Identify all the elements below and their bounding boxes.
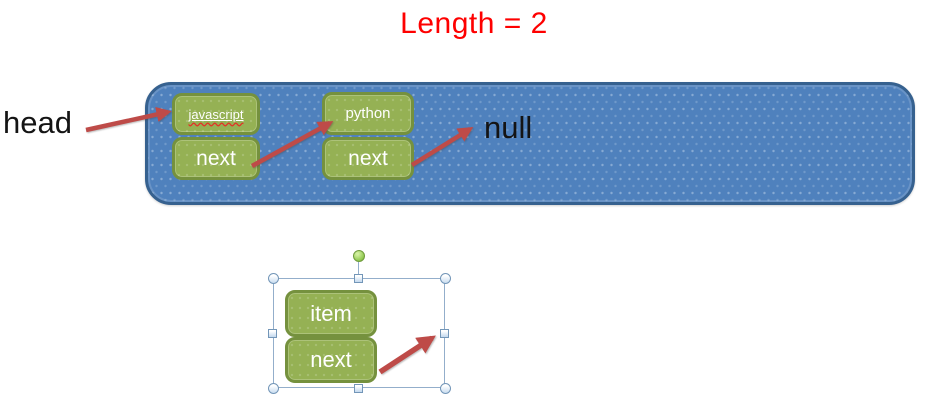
node2-next-label: next: [348, 146, 388, 170]
resize-handle-ne[interactable]: [440, 273, 451, 284]
selected-node-arrow[interactable]: [378, 335, 436, 375]
resize-handle-s[interactable]: [354, 384, 363, 393]
slide-title[interactable]: Length = 2: [400, 7, 548, 40]
rotate-handle[interactable]: [353, 250, 365, 262]
selected-node-value-label: item: [310, 300, 352, 326]
selected-node-next-label: next: [310, 347, 352, 372]
resize-handle-n[interactable]: [354, 274, 363, 283]
node1-next-box[interactable]: next: [172, 137, 260, 180]
resize-handle-nw[interactable]: [268, 273, 279, 284]
selected-node-value-box[interactable]: item: [285, 290, 377, 337]
node1-value-label: javascript: [189, 107, 244, 122]
node2-next-box[interactable]: next: [322, 137, 414, 180]
null-label[interactable]: null: [484, 110, 533, 145]
list-container-shape[interactable]: [145, 82, 915, 205]
node1-next-label: next: [196, 146, 236, 170]
node2-value-box[interactable]: python: [322, 92, 414, 135]
rotate-handle-stem: [358, 261, 359, 278]
head-arrow[interactable]: [85, 106, 172, 133]
node2-value-label: python: [345, 105, 391, 122]
node1-value-box[interactable]: javascript: [172, 93, 260, 135]
resize-handle-e[interactable]: [440, 329, 449, 338]
resize-handle-w[interactable]: [268, 329, 277, 338]
selected-node-next-box[interactable]: next: [285, 337, 377, 383]
resize-handle-sw[interactable]: [268, 383, 279, 394]
node1-to-node2-arrow[interactable]: [250, 121, 334, 168]
node2-to-null-arrow[interactable]: [410, 126, 474, 167]
resize-handle-se[interactable]: [440, 383, 451, 394]
spellcheck-squiggle: javascript: [188, 106, 244, 122]
head-label[interactable]: head: [3, 105, 72, 140]
